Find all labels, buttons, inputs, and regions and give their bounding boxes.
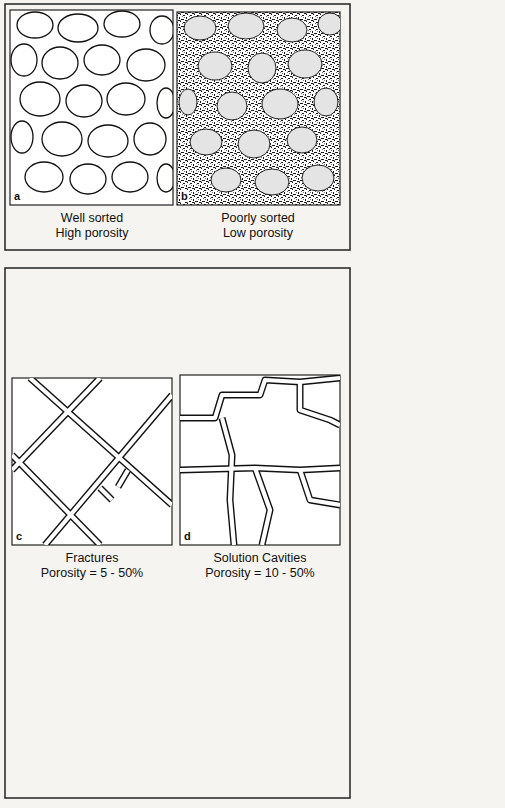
panel-letter: b (180, 190, 189, 202)
panel-solution-cavities (180, 375, 340, 545)
panel-caption: Poorly sorted (221, 211, 295, 225)
panel-poorly-sorted (177, 12, 340, 205)
porosity-note: Porosity = 10 - 50% (205, 566, 314, 580)
figure-frame (5, 268, 350, 798)
porosity-note: Low porosity (223, 226, 293, 240)
panel-caption: Solution Cavities (213, 551, 306, 565)
fracture-lines (12, 378, 172, 545)
panel-well-sorted (10, 10, 173, 205)
panel-fractures (12, 378, 172, 545)
panel-letter: c (15, 530, 23, 542)
panel-letter: a (13, 190, 21, 202)
porosity-note: High porosity (56, 226, 129, 240)
grain-fills (179, 13, 340, 195)
grain-outlines (11, 11, 173, 194)
panel-caption: Well sorted (61, 211, 123, 225)
figure-frame (5, 4, 350, 250)
panel-caption: Fractures (66, 551, 119, 565)
cavity-channels (180, 378, 340, 545)
panel-letter: d (183, 530, 192, 542)
porosity-note: Porosity = 5 - 50% (41, 566, 143, 580)
